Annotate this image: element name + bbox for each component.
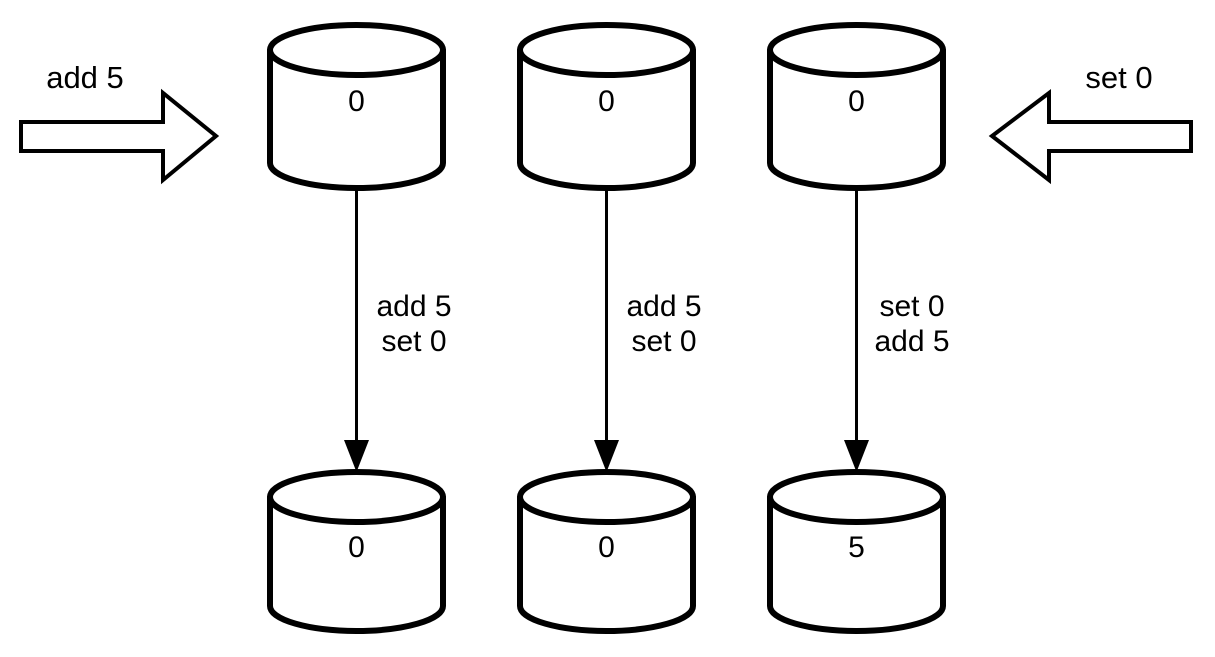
cylinder-top-icon <box>267 22 446 78</box>
cylinder-body-icon <box>517 494 696 634</box>
replica-1-operation-1: add 5 <box>376 290 451 323</box>
cylinder-top-icon <box>767 22 946 78</box>
left-operation-arrow-group: add 5 <box>19 60 220 185</box>
cylinder-body-icon <box>767 47 946 191</box>
replica-3-final-cylinder: 5 <box>767 469 946 634</box>
replica-3-initial-value: 0 <box>848 85 865 118</box>
replica-3-connector: set 0 add 5 <box>844 188 950 472</box>
cylinder-body-icon <box>267 494 446 634</box>
replica-1-connector: add 5 set 0 <box>344 188 452 472</box>
set-0-block-arrow-icon <box>988 88 1193 185</box>
replica-1-final-value: 0 <box>348 531 365 564</box>
replica-2-final-value: 0 <box>598 531 615 564</box>
replica-2-operation-1: add 5 <box>626 290 701 323</box>
right-operation-arrow-group: set 0 <box>988 60 1193 185</box>
cylinder-body-icon <box>517 47 696 191</box>
cylinder-top-icon <box>267 469 446 525</box>
left-operation-label: add 5 <box>46 60 124 95</box>
arrow-head-icon <box>594 440 619 472</box>
replica-3-operation-2: add 5 <box>874 325 949 358</box>
replica-2-final-cylinder: 0 <box>517 469 696 634</box>
cylinder-top-icon <box>517 469 696 525</box>
replica-1-operation-2: set 0 <box>381 325 446 358</box>
add-5-block-arrow-icon <box>19 88 220 185</box>
replica-2-initial-value: 0 <box>598 85 615 118</box>
replica-3-operation-1: set 0 <box>879 290 944 323</box>
replica-3-initial-cylinder: 0 <box>767 22 946 191</box>
cylinder-body-icon <box>767 494 946 634</box>
cylinder-body-icon <box>267 47 446 191</box>
replica-1-final-cylinder: 0 <box>267 469 446 634</box>
replica-2-operation-2: set 0 <box>631 325 696 358</box>
replica-1-initial-cylinder: 0 <box>267 22 446 191</box>
cylinder-top-icon <box>517 22 696 78</box>
replica-3-final-value: 5 <box>848 531 865 564</box>
arrow-head-icon <box>844 440 869 472</box>
right-operation-label: set 0 <box>1085 60 1152 95</box>
replica-1-initial-value: 0 <box>348 85 365 118</box>
arrow-head-icon <box>344 440 369 472</box>
replica-2-connector: add 5 set 0 <box>594 188 702 472</box>
replica-2-initial-cylinder: 0 <box>517 22 696 191</box>
cylinder-top-icon <box>767 469 946 525</box>
